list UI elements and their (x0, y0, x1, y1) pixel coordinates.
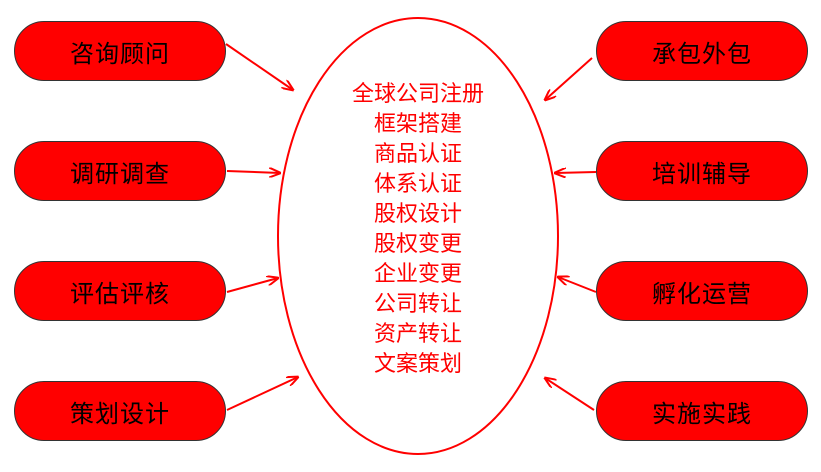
arrow-left-4 (226, 377, 298, 411)
center-item: 资产转让 (373, 322, 462, 347)
center-item: 股权设计 (373, 202, 462, 227)
center-item: 商品认证 (373, 142, 462, 167)
center-item: 股权变更 (373, 232, 462, 257)
center-item: 文案策划 (373, 352, 462, 377)
center-item: 公司转让 (373, 292, 462, 317)
center-item: 体系认证 (373, 172, 462, 197)
center-service-list: 全球公司注册 框架搭建 商品认证 体系认证 股权设计 股权变更 企业变更 公司转… (318, 80, 518, 380)
center-ellipse (277, 17, 559, 455)
arrow-left-3 (226, 278, 278, 293)
node-outsourcing: 承包外包 (596, 21, 808, 81)
node-research: 调研调查 (14, 141, 226, 201)
node-training: 培训辅导 (596, 141, 808, 201)
node-implementation: 实施实践 (596, 381, 808, 441)
center-item: 全球公司注册 (351, 82, 484, 107)
arrow-left-1 (225, 43, 293, 90)
arrow-right-2 (555, 172, 597, 173)
node-consulting: 咨询顾问 (14, 21, 226, 81)
arrow-right-1 (545, 57, 593, 100)
center-item: 企业变更 (373, 262, 462, 287)
node-planning: 策划设计 (14, 381, 226, 441)
node-incubation: 孵化运营 (596, 261, 808, 321)
arrow-right-3 (558, 277, 597, 293)
arrow-right-4 (545, 378, 595, 411)
arrow-left-2 (226, 171, 280, 173)
node-assessment: 评估评核 (14, 261, 226, 321)
center-item: 框架搭建 (373, 112, 462, 137)
